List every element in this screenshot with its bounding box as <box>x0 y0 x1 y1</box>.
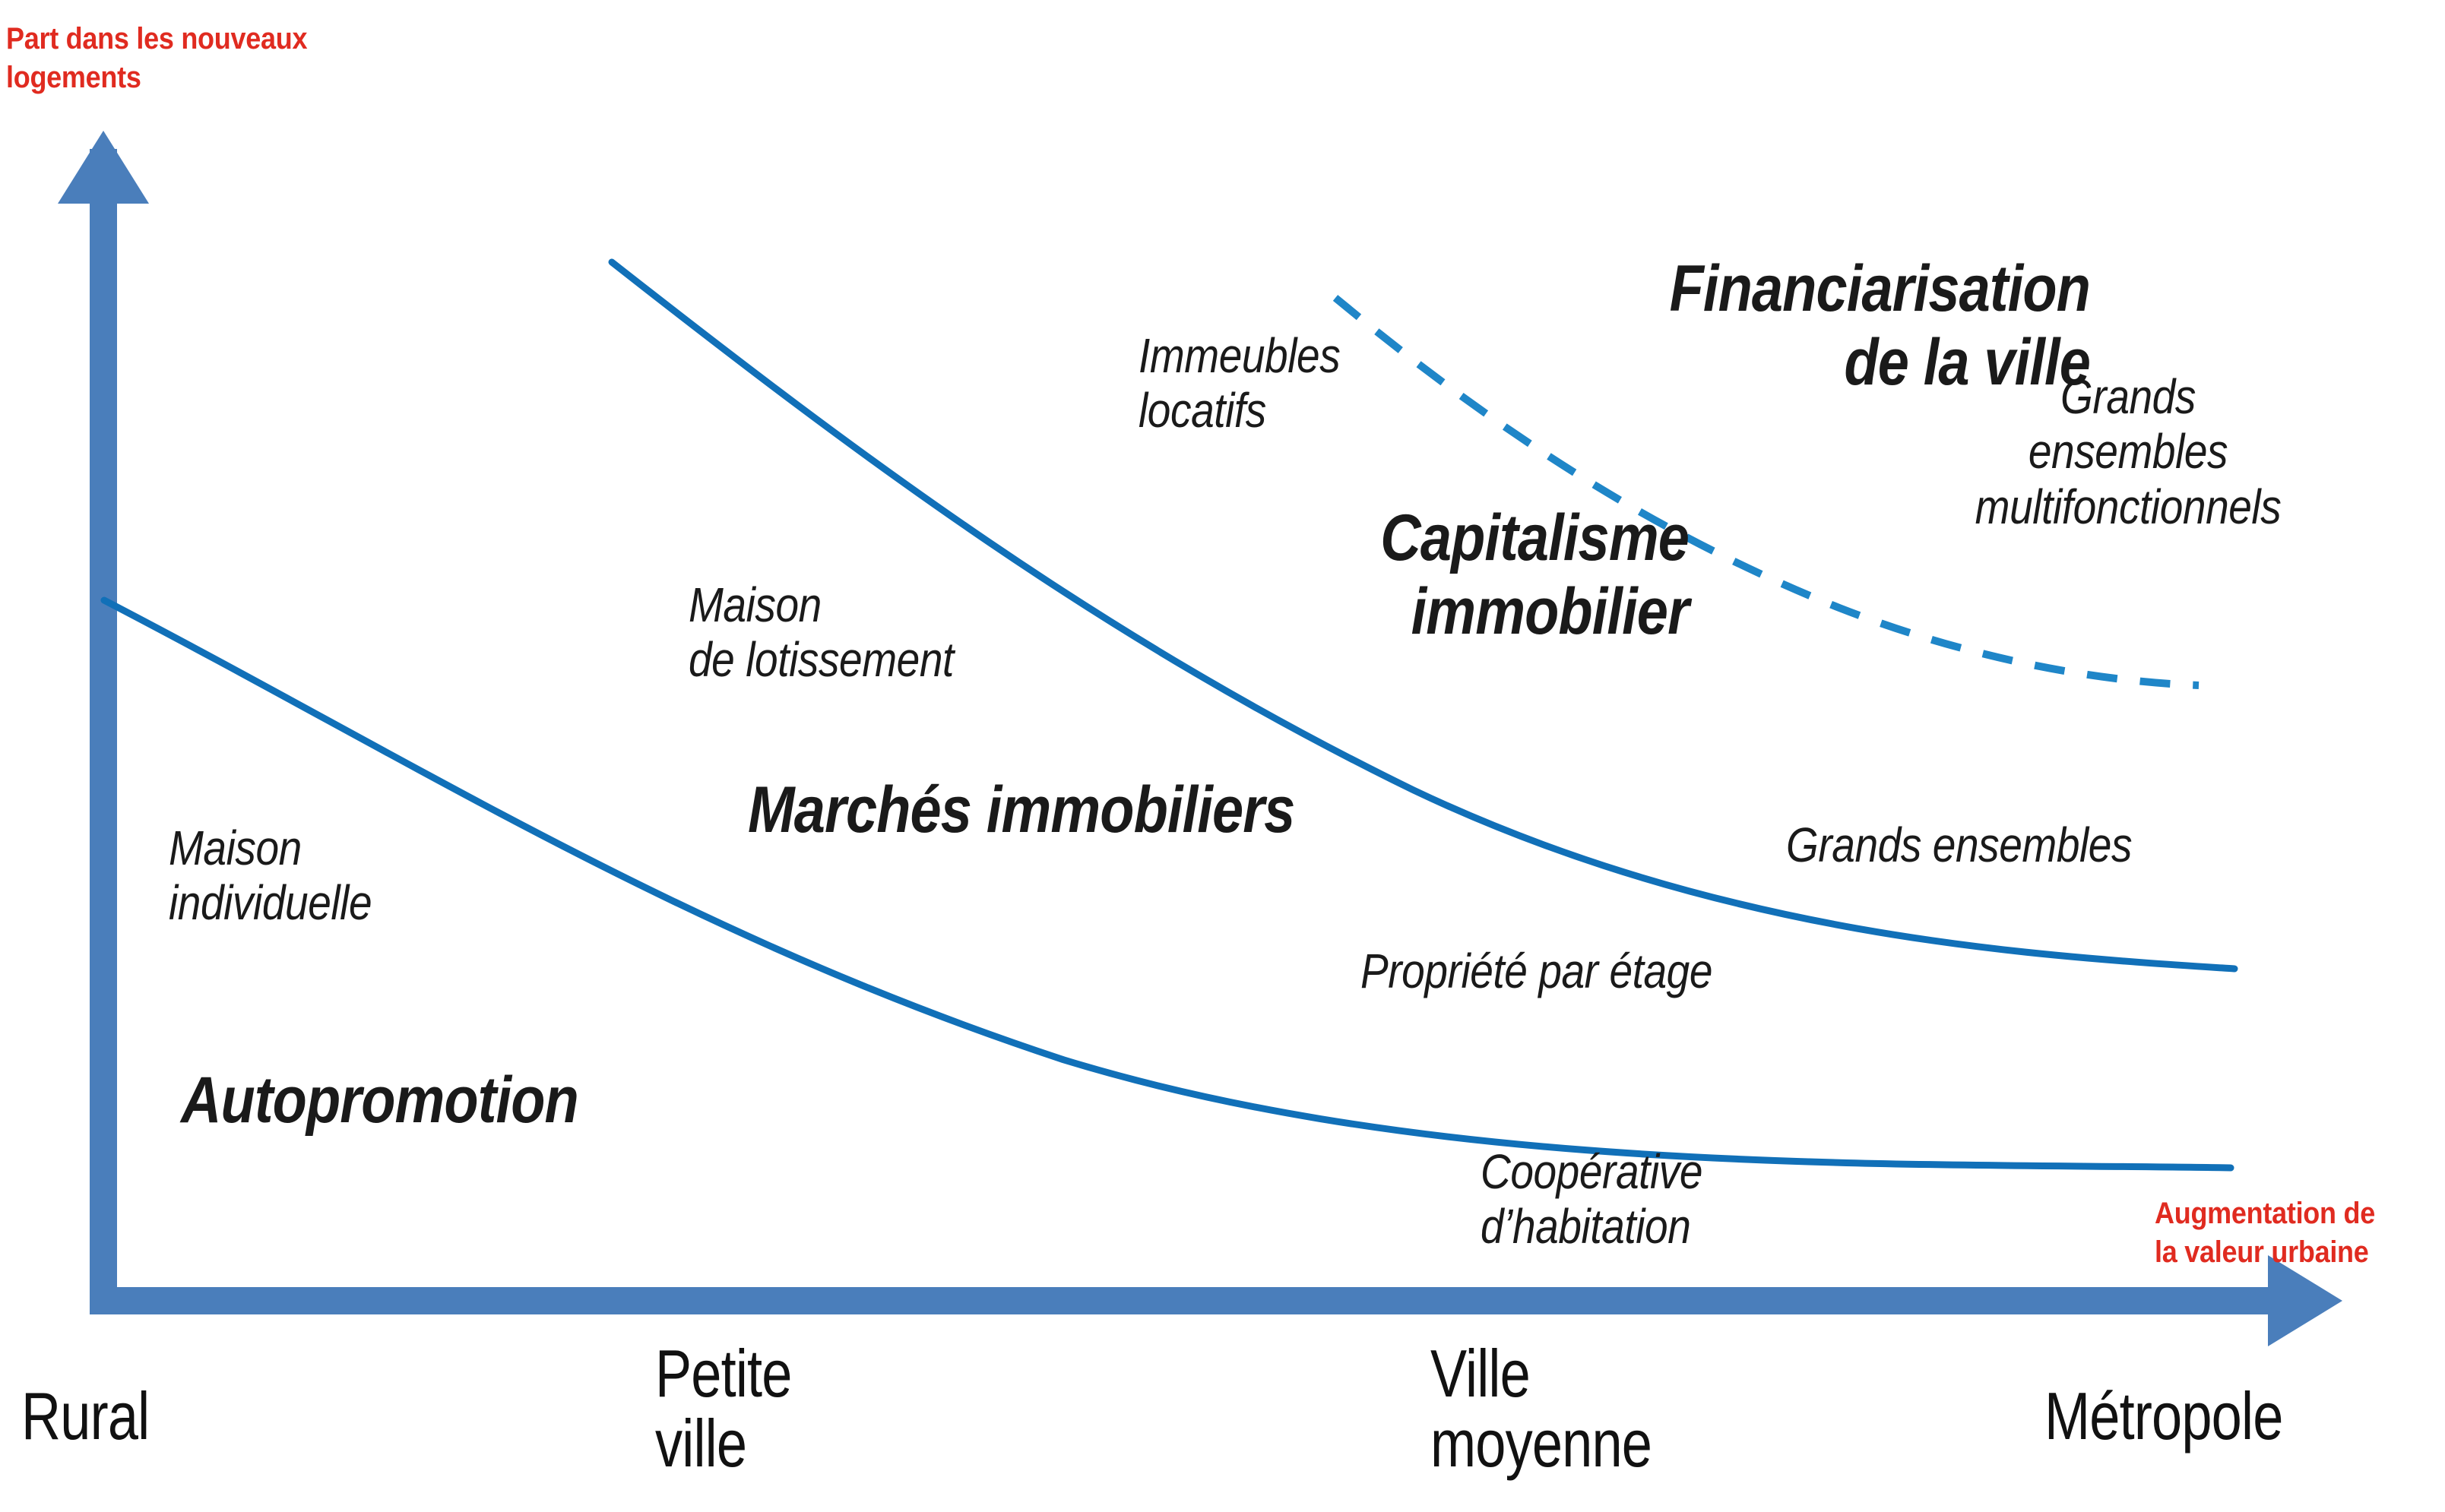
label-grands-ensembles-multifonctionnels: Grands ensembles multifonctionnels <box>1975 369 2282 534</box>
x-axis-arrow <box>90 1255 2342 1346</box>
label-capitalisme-immobilier: Capitalisme immobilier <box>1380 501 1690 649</box>
x-tick-petite-ville: Petite ville <box>655 1336 792 1482</box>
label-autopromotion: Autopromotion <box>181 1064 579 1137</box>
curve-financiarisation <box>1332 295 2200 689</box>
label-grands-ensembles: Grands ensembles <box>1786 818 2133 872</box>
label-cooperative-d-habitation: Coopérative d’habitation <box>1481 1144 1703 1254</box>
y-axis-title: Part dans les nouveaux logements <box>6 22 308 95</box>
label-financiarisation-de-la-ville: Financiarisation de la ville <box>1669 252 2091 400</box>
label-propriete-par-etage: Propriété par étage <box>1360 944 1713 998</box>
label-marches-immobiliers: Marchés immobiliers <box>748 773 1295 846</box>
label-immeubles-locatifs: Immeubles locatifs <box>1139 328 1341 438</box>
curve-marches-immobiliers <box>608 258 2238 973</box>
label-maison-individuelle: Maison individuelle <box>169 821 372 931</box>
x-tick-ville-moyenne: Ville moyenne <box>1430 1336 1652 1482</box>
x-tick-rural: Rural <box>21 1378 150 1453</box>
y-axis-arrow <box>58 131 149 1314</box>
x-tick-metropole: Métropole <box>2044 1378 2283 1453</box>
label-maison-de-lotissement: Maison de lotissement <box>689 577 954 688</box>
curve-autopromotion <box>100 596 2234 1172</box>
x-axis-title: Augmentation de la valeur urbaine <box>2155 1197 2375 1270</box>
